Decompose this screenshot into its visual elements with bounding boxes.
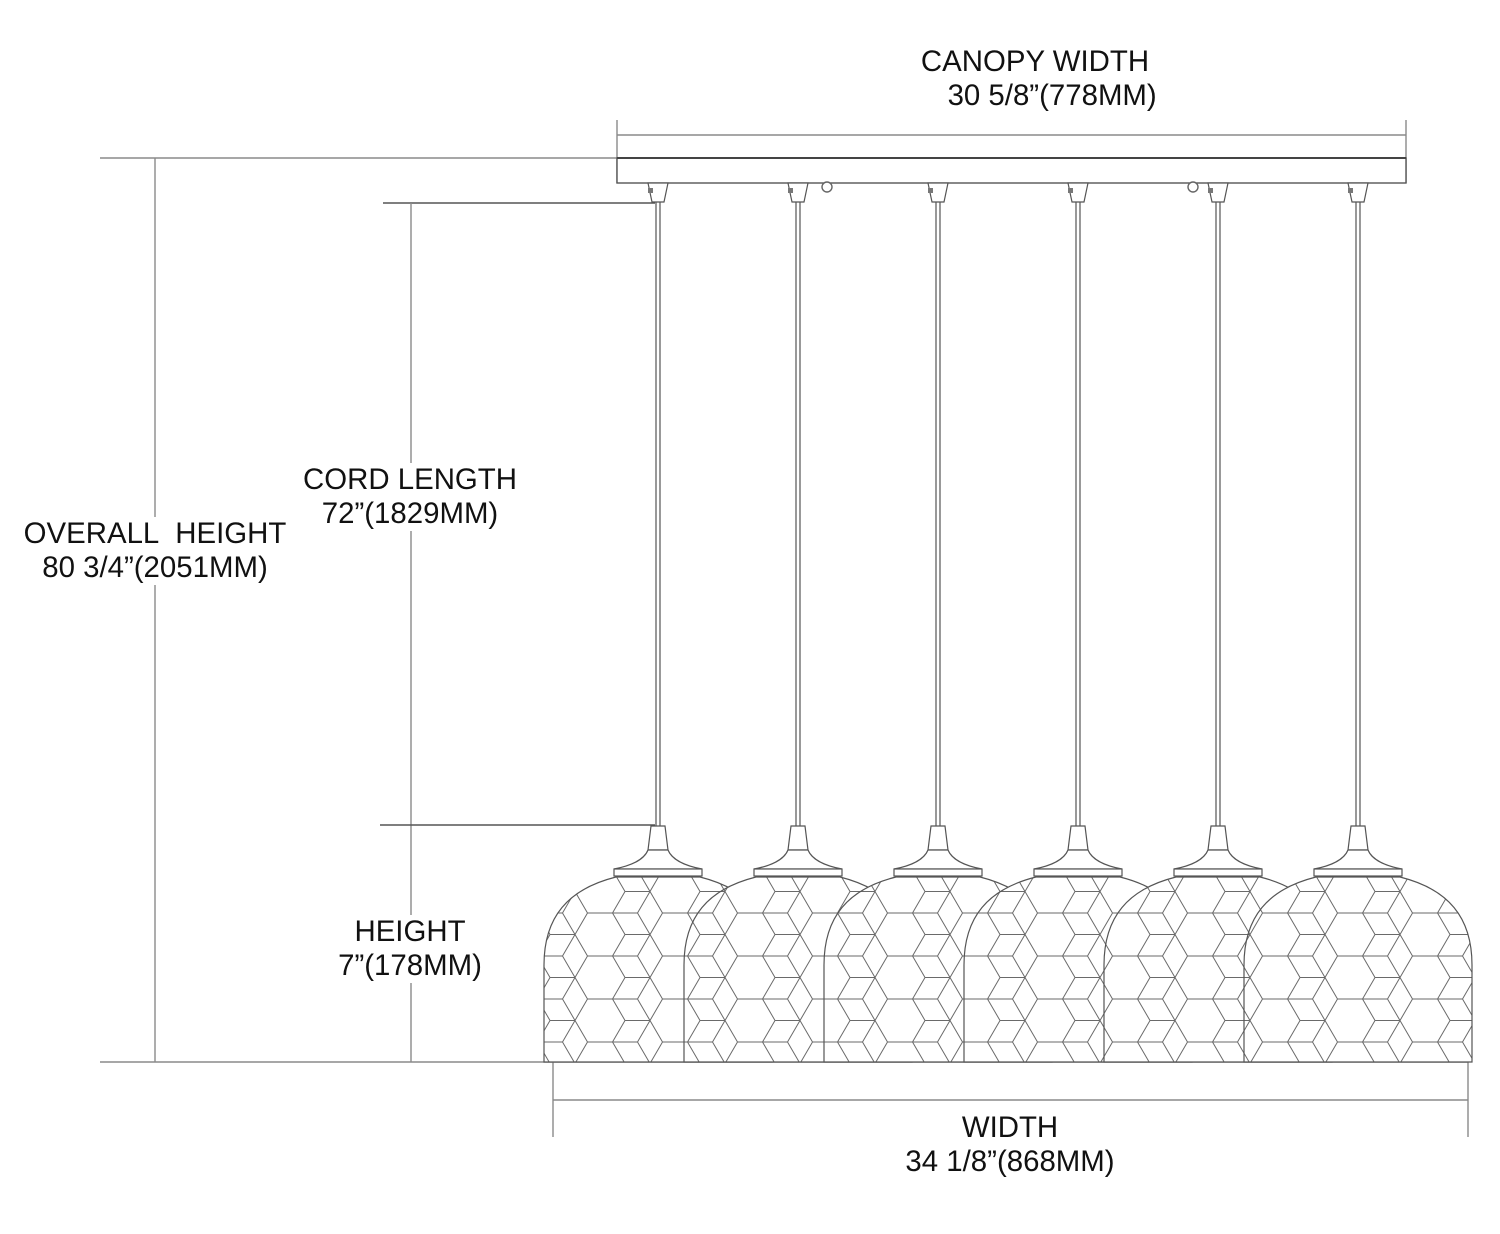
pendant	[1243, 182, 1473, 1063]
overall-height-label: OVERALL HEIGHT 80 3/4”(2051MM)	[13, 517, 297, 585]
shade-flange	[753, 868, 843, 877]
width-label: WIDTH 34 1/8”(868MM)	[863, 1111, 1157, 1179]
overall-height-title-2: HEIGHT	[171, 517, 291, 551]
canopy-screw-left	[821, 181, 833, 193]
shade-flange	[613, 868, 703, 877]
connector-mark	[1068, 188, 1073, 193]
cord-connector	[1207, 182, 1229, 203]
canopy-width-value: 30 5/8”(778MM)	[947, 79, 1157, 112]
height-label: HEIGHT 7”(178MM)	[312, 915, 508, 983]
canopy	[616, 157, 1407, 193]
socket-neck	[1207, 825, 1229, 851]
height-value: 7”(178MM)	[334, 949, 486, 983]
socket-cap	[1173, 849, 1263, 870]
connector-mark	[648, 188, 653, 193]
connector-mark	[1348, 188, 1353, 193]
pendants	[543, 182, 1473, 1063]
width-value: 34 1/8”(868MM)	[905, 1145, 1115, 1178]
socket-neck	[647, 825, 669, 851]
socket-neck	[787, 825, 809, 851]
height-title: HEIGHT	[350, 915, 470, 949]
socket-cap	[613, 849, 703, 870]
connector-mark	[1208, 188, 1213, 193]
shade-flange	[1033, 868, 1123, 877]
overall-height-title-1: OVERALL	[19, 517, 164, 551]
canopy-body	[616, 157, 1407, 184]
canopy-screw-right	[1187, 181, 1199, 193]
canopy-width-title: CANOPY WIDTH	[920, 45, 1150, 78]
socket-cap	[893, 849, 983, 870]
cord-connector	[1347, 182, 1369, 203]
shade-flange	[893, 868, 983, 877]
shade-glass	[1243, 876, 1473, 1063]
socket-cap	[1033, 849, 1123, 870]
width-title: WIDTH	[957, 1111, 1063, 1145]
shade-flange	[1173, 868, 1263, 877]
cord-connector	[647, 182, 669, 203]
cord-connector	[927, 182, 949, 203]
socket-cap	[753, 849, 843, 870]
socket-neck	[1067, 825, 1089, 851]
connector-mark	[928, 188, 933, 193]
cord-connector	[787, 182, 809, 203]
cord-length-value: 72”(1829MM)	[317, 497, 503, 531]
socket-neck	[1347, 825, 1369, 851]
socket-cap	[1313, 849, 1403, 870]
cord-length-label: CORD LENGTH 72”(1829MM)	[272, 463, 548, 531]
cord-connector	[1067, 182, 1089, 203]
connector-mark	[788, 188, 793, 193]
cord-length-title: CORD LENGTH	[272, 463, 548, 497]
canopy-width-label: CANOPY WIDTH 30 5/8”(778MM)	[883, 45, 1187, 113]
socket-neck	[927, 825, 949, 851]
overall-height-value: 80 3/4”(2051MM)	[38, 551, 272, 585]
shade-flange	[1313, 868, 1403, 877]
